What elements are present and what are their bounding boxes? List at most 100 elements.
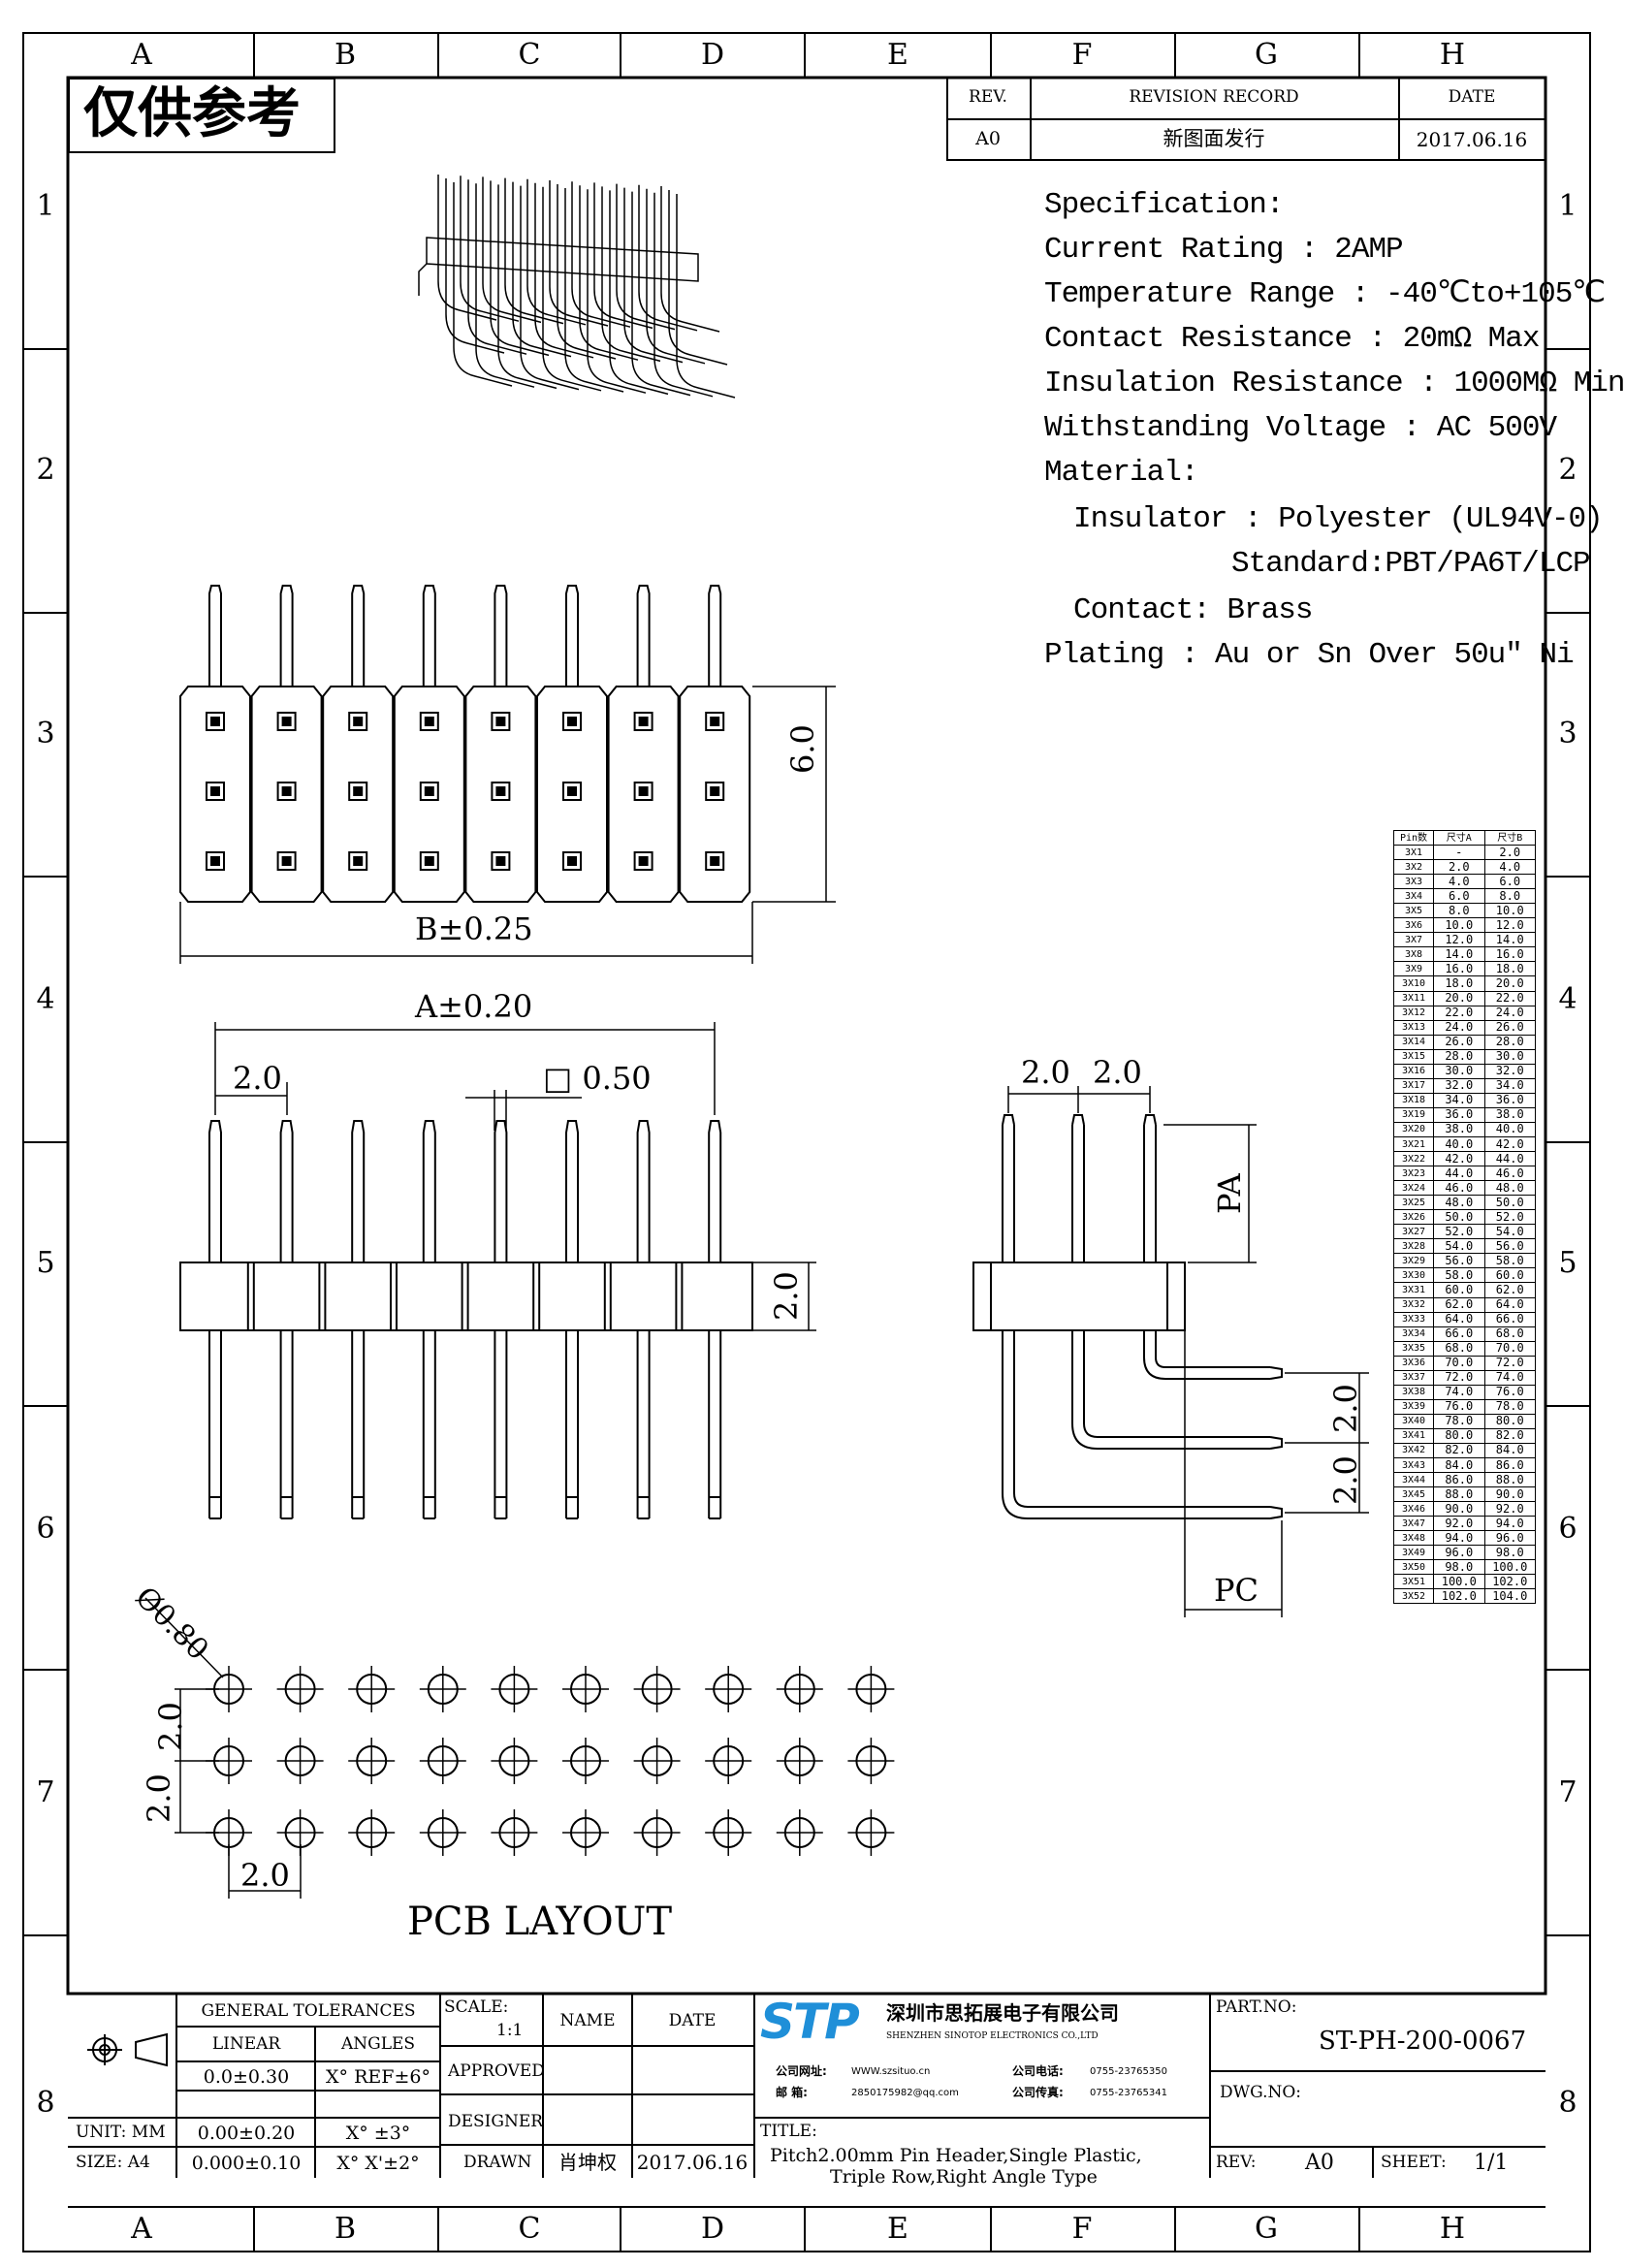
table-cell: 3X42 (1392, 1442, 1435, 1459)
table-cell: 6.0 (1483, 874, 1537, 890)
table-cell: 38.0 (1433, 1121, 1485, 1137)
top-pin (351, 585, 366, 687)
table-cell: 30.0 (1483, 1048, 1537, 1065)
table-header-cell: 尺寸B (1483, 829, 1537, 847)
pin-square-inner (638, 786, 649, 796)
pin-square-inner (353, 717, 364, 726)
dim-pin-square: □ 0.50 (543, 1060, 652, 1097)
angle-tol-1: X° REF±6° (326, 2066, 430, 2088)
pin-square-outer (705, 851, 725, 871)
spec-line: Withstanding Voltage : AC 500V (1044, 411, 1557, 445)
table-cell: 70.0 (1483, 1340, 1537, 1357)
table-cell: 3X19 (1392, 1106, 1435, 1123)
table-cell: 10.0 (1433, 917, 1485, 934)
contact-mail: 2850175982@qq.com (851, 2088, 959, 2098)
table-cell: 78.0 (1483, 1398, 1537, 1415)
table-cell: 40.0 (1433, 1135, 1485, 1153)
pin-square-inner (424, 786, 434, 796)
table-cell: 26.0 (1483, 1019, 1537, 1036)
column-label: F (1071, 38, 1093, 72)
table-cell: 3X2 (1392, 859, 1435, 876)
table-cell: 3X38 (1392, 1384, 1435, 1400)
iso-pin (564, 188, 624, 393)
title-line-1: Pitch2.00mm Pin Header,Single Plastic, (770, 2145, 1142, 2166)
designer-label: DESIGNER (448, 2112, 544, 2131)
pin-square-outer (419, 712, 439, 731)
contact-fax-label: 公司传真: (1012, 2086, 1064, 2099)
table-cell: 94.0 (1483, 1516, 1537, 1532)
title-line-2: Triple Row,Right Angle Type (830, 2166, 1098, 2188)
spec-line: Contact Resistance : 20mΩ Max (1044, 322, 1540, 356)
isometric-view (418, 237, 699, 296)
table-cell: 3X44 (1392, 1472, 1435, 1488)
table-header-cell: 尺寸A (1433, 829, 1485, 847)
pin-square-inner (281, 717, 292, 726)
table-cell: 16.0 (1433, 961, 1485, 977)
pin-square-inner (495, 856, 506, 866)
table-cell: 3X4 (1392, 888, 1435, 905)
front-pin (636, 1120, 651, 1262)
iso-pin (587, 189, 647, 394)
column-label: B (334, 38, 357, 72)
table-cell: 3X7 (1392, 932, 1435, 948)
top-pin (708, 585, 722, 687)
table-cell: 42.0 (1433, 1151, 1485, 1167)
front-pin-tail (351, 1330, 366, 1519)
table-cell: 90.0 (1433, 1501, 1485, 1517)
table-cell: 3X31 (1392, 1282, 1435, 1298)
linear-label: LINEAR (211, 2034, 281, 2054)
front-pin (351, 1120, 366, 1262)
table-cell: 3X5 (1392, 903, 1435, 919)
pin-square-inner (567, 786, 577, 796)
top-pin (208, 585, 222, 687)
table-cell: 3X33 (1392, 1311, 1435, 1327)
column-label: E (887, 2212, 908, 2246)
table-cell: 90.0 (1483, 1486, 1537, 1503)
table-cell: 3X52 (1392, 1588, 1435, 1605)
dwg-no-label: DWG.NO: (1220, 2083, 1302, 2102)
table-cell: 3X9 (1392, 961, 1435, 977)
row-label: 7 (36, 1775, 55, 1809)
table-cell: 14.0 (1483, 932, 1537, 948)
table-cell: 34.0 (1483, 1077, 1537, 1094)
company-name-en: SHENZHEN SINOTOP ELECTRONICS CO.,LTD (886, 2031, 1099, 2041)
linear-tol-1: 0.0±0.30 (203, 2066, 290, 2088)
contact-web: WWW.szsituo.cn (851, 2066, 931, 2077)
contact-tel-label: 公司电话: (1012, 2064, 1064, 2078)
column-label: D (700, 2212, 725, 2246)
table-cell: 56.0 (1433, 1253, 1485, 1269)
table-cell: 62.0 (1483, 1282, 1537, 1298)
table-cell: 26.0 (1433, 1034, 1485, 1050)
pin-square-inner (638, 717, 649, 726)
table-cell: 68.0 (1433, 1340, 1485, 1357)
table-cell: 40.0 (1483, 1121, 1537, 1137)
iso-pin (497, 184, 558, 390)
table-cell: 38.0 (1483, 1106, 1537, 1123)
reference-stamp: 仅供参考 (68, 78, 335, 153)
top-pin (422, 585, 436, 687)
iso-pin (571, 181, 631, 328)
iso-pin (542, 186, 602, 392)
top-view (179, 585, 836, 964)
table-header-cell: Pin数 (1392, 829, 1435, 847)
iso-pin (593, 182, 653, 330)
part-no-label: PART.NO: (1216, 1997, 1297, 2017)
table-cell: 3X36 (1392, 1355, 1435, 1371)
dim-pc: PC (1214, 1572, 1259, 1609)
spec-line: Plating : Au or Sn Over 50u" Ni (1044, 638, 1575, 672)
dim-height-6: 6.0 (784, 724, 821, 774)
front-pin-tail (208, 1330, 222, 1519)
angles-label: ANGLES (340, 2034, 416, 2054)
table-cell: 3X35 (1392, 1340, 1435, 1357)
table-cell: 72.0 (1483, 1355, 1537, 1371)
